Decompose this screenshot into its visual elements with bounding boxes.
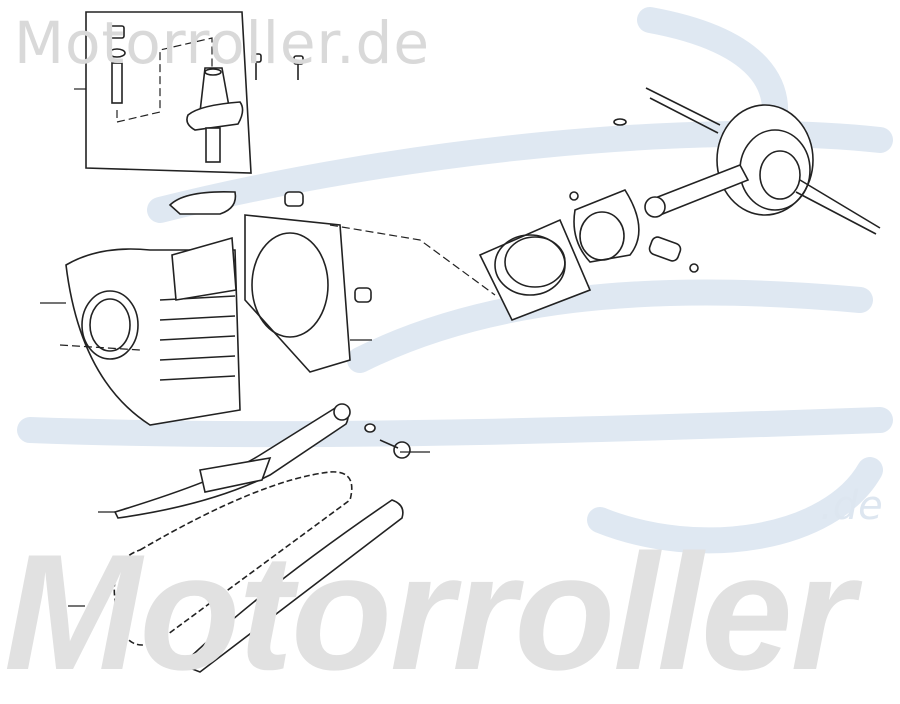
cylinder-group [40,190,496,426]
timing-chain-group [68,403,430,673]
watermark-bottom-suffix: .de [820,483,883,529]
cam-chain-tensioner-group [74,11,304,174]
piston-group [478,189,699,322]
crankshaft-group [613,87,881,235]
watermark-top: Motorroller.de [14,9,431,77]
watermark-bottom: Motorroller [4,520,855,704]
